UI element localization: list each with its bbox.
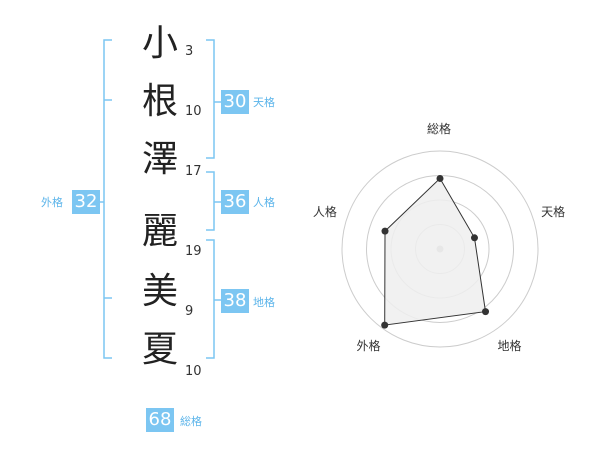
- name-char-2: 根: [141, 81, 178, 122]
- chikaku-label: 地格: [253, 296, 275, 309]
- radar-ring-4: [341, 150, 539, 348]
- stroke-count-3: 17: [185, 164, 202, 179]
- radar-point-4: [381, 321, 389, 329]
- radar-axis-label-5: 人格: [312, 204, 337, 219]
- tenkaku-value: 30: [221, 90, 249, 114]
- soukaku-value: 68: [146, 408, 174, 432]
- radar-axis-label-1: 総格: [427, 122, 452, 136]
- gaikaku-bracket: [103, 39, 112, 359]
- stroke-count-2: 10: [185, 104, 202, 119]
- radar-axis-label-3: 地格: [497, 339, 522, 354]
- stroke-count-5: 9: [185, 304, 194, 319]
- radar-point-1: [436, 174, 444, 182]
- radar-axis-label-4: 外格: [356, 339, 381, 354]
- jinkaku-bracket: [206, 171, 215, 231]
- stroke-count-6: 10: [185, 364, 202, 379]
- stroke-count-1: 3: [185, 44, 194, 59]
- jinkaku-value: 36: [221, 190, 249, 214]
- tenkaku-bracket: [206, 39, 215, 159]
- radar-polygon: [384, 177, 487, 326]
- name-char-3: 澤: [141, 139, 178, 180]
- name-char-1: 小: [141, 23, 178, 64]
- radar-axis-label-2: 天格: [541, 204, 566, 219]
- tenkaku-label: 天格: [253, 96, 275, 109]
- name-char-4: 麗: [141, 211, 178, 252]
- radar-point-5: [381, 227, 389, 235]
- gaikaku-label: 外格: [41, 196, 63, 209]
- gaikaku-value: 32: [72, 190, 100, 214]
- name-char-6: 夏: [141, 329, 178, 370]
- jinkaku-label: 人格: [253, 196, 275, 209]
- stroke-count-4: 19: [185, 244, 202, 259]
- chikaku-bracket: [206, 239, 215, 359]
- name-char-5: 美: [141, 271, 178, 312]
- radar-point-2: [470, 234, 478, 242]
- soukaku-label: 総格: [180, 415, 202, 428]
- radar-point-3: [482, 308, 490, 316]
- chikaku-value: 38: [221, 289, 249, 313]
